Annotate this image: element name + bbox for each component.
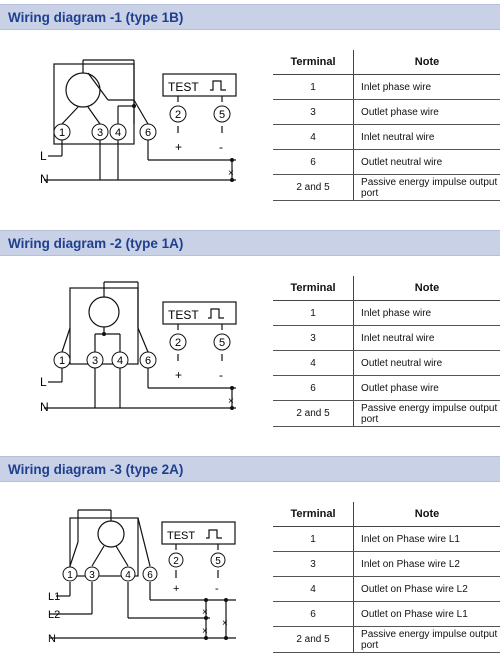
line-N-label: N bbox=[40, 400, 49, 414]
table-header-terminal: Terminal bbox=[273, 276, 355, 301]
terminal-2: 2 bbox=[173, 556, 179, 567]
table-header-note: Note bbox=[353, 502, 500, 527]
svg-text:×: × bbox=[228, 168, 234, 179]
terminal-1: 1 bbox=[59, 127, 65, 139]
line-L-label: L bbox=[40, 149, 47, 163]
section-1-title: Wiring diagram -1 (type 1B) bbox=[0, 4, 500, 30]
line-L2-label: L2 bbox=[48, 609, 60, 621]
terminal-3: 3 bbox=[97, 127, 103, 139]
test-label: TEST bbox=[167, 530, 195, 542]
minus-label: - bbox=[219, 368, 223, 382]
plus-label: + bbox=[173, 583, 179, 595]
minus-label: - bbox=[219, 140, 223, 154]
svg-text:×: × bbox=[222, 618, 228, 629]
plus-label: + bbox=[175, 368, 182, 382]
terminal-6: 6 bbox=[147, 570, 153, 581]
line-L-label: L bbox=[40, 375, 47, 389]
test-label: TEST bbox=[168, 80, 199, 94]
svg-text:×: × bbox=[202, 607, 208, 618]
table-header-note: Note bbox=[353, 50, 500, 75]
terminal-1: 1 bbox=[67, 570, 73, 581]
terminal-3: 3 bbox=[89, 570, 95, 581]
terminal-2: 2 bbox=[175, 109, 181, 121]
svg-text:×: × bbox=[228, 396, 234, 407]
terminal-3: 3 bbox=[92, 355, 98, 367]
table-header-note: Note bbox=[353, 276, 500, 301]
terminal-4: 4 bbox=[115, 127, 121, 139]
test-label: TEST bbox=[168, 308, 199, 322]
table-header-terminal: Terminal bbox=[273, 50, 355, 75]
section-3-title: Wiring diagram -3 (type 2A) bbox=[0, 456, 500, 482]
wiring-diagram-1: × 1 3 4 6 2 5 TEST + - L N bbox=[40, 59, 237, 186]
svg-text:×: × bbox=[202, 626, 208, 637]
wiring-diagram-2: × 1 3 4 6 2 5 TEST + - L N bbox=[40, 281, 237, 414]
line-N-label: N bbox=[40, 172, 49, 186]
minus-label: - bbox=[215, 583, 219, 595]
plus-label: + bbox=[175, 140, 182, 154]
terminal-2: 2 bbox=[175, 337, 181, 349]
wiring-diagram-3: × × × 1 3 4 6 2 5 TEST + - L1 L2 N bbox=[48, 509, 236, 645]
terminal-6: 6 bbox=[145, 127, 151, 139]
terminal-4: 4 bbox=[125, 570, 131, 581]
terminal-6: 6 bbox=[145, 355, 151, 367]
terminal-1: 1 bbox=[59, 355, 65, 367]
terminal-5: 5 bbox=[215, 556, 221, 567]
line-L1-label: L1 bbox=[48, 591, 60, 603]
terminal-4: 4 bbox=[117, 355, 123, 367]
table-header-terminal: Terminal bbox=[273, 502, 355, 527]
section-2-title: Wiring diagram -2 (type 1A) bbox=[0, 230, 500, 256]
terminal-5: 5 bbox=[219, 337, 225, 349]
line-N-label: N bbox=[48, 633, 56, 645]
terminal-5: 5 bbox=[219, 109, 225, 121]
